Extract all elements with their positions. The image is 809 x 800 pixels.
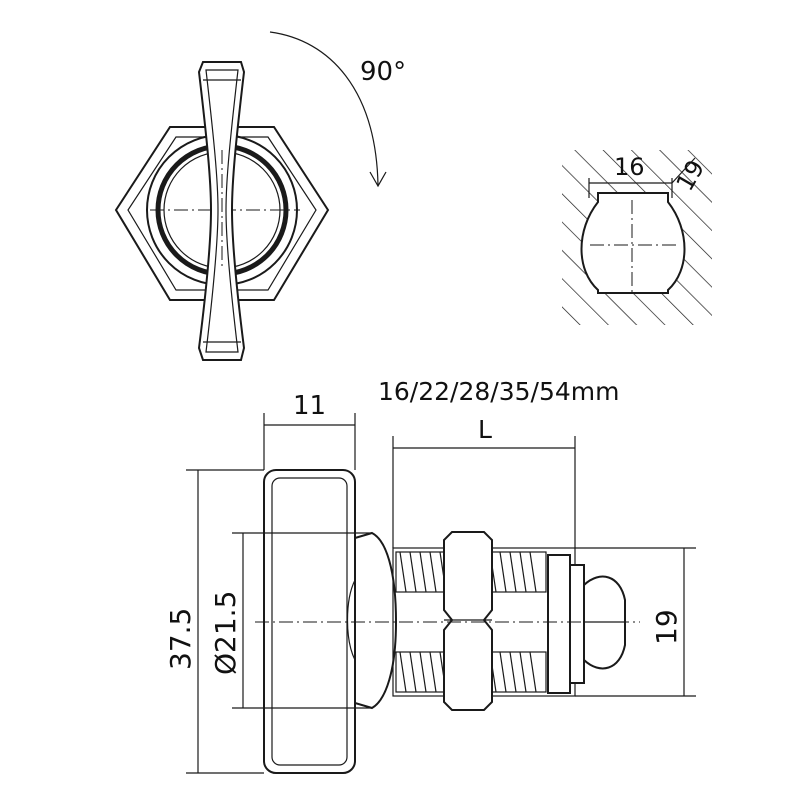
top-view: 90° [114,31,406,361]
rear-cylinder [547,554,571,694]
knob-width-label: 11 [293,391,326,421]
rotation-arrow [269,31,379,186]
side-hex-nut [443,531,493,711]
hex-nut-inner-outline [127,136,317,291]
rotation-arrowhead [369,171,387,188]
overall-height-label: 37.5 [164,608,197,670]
keyhole-width-label: 16 [614,153,645,181]
rotation-label: 90° [360,57,406,87]
keyhole-detail: 16 19 [562,150,712,325]
height-dim-leader [671,157,696,184]
side-view: 16/22/28/35/54mm L 11 [164,377,696,774]
l-label: L [478,415,492,444]
handle-inner [205,69,239,353]
rear-washer [569,564,585,684]
dome-washer [354,531,398,710]
lengths-label: 16/22/28/35/54mm [378,377,619,406]
body-height-label: 19 [650,609,683,645]
hatching [562,150,712,325]
dome-inner [346,579,356,661]
keyhole-outline [580,192,686,294]
diameter-label: Ø21.5 [209,591,242,675]
